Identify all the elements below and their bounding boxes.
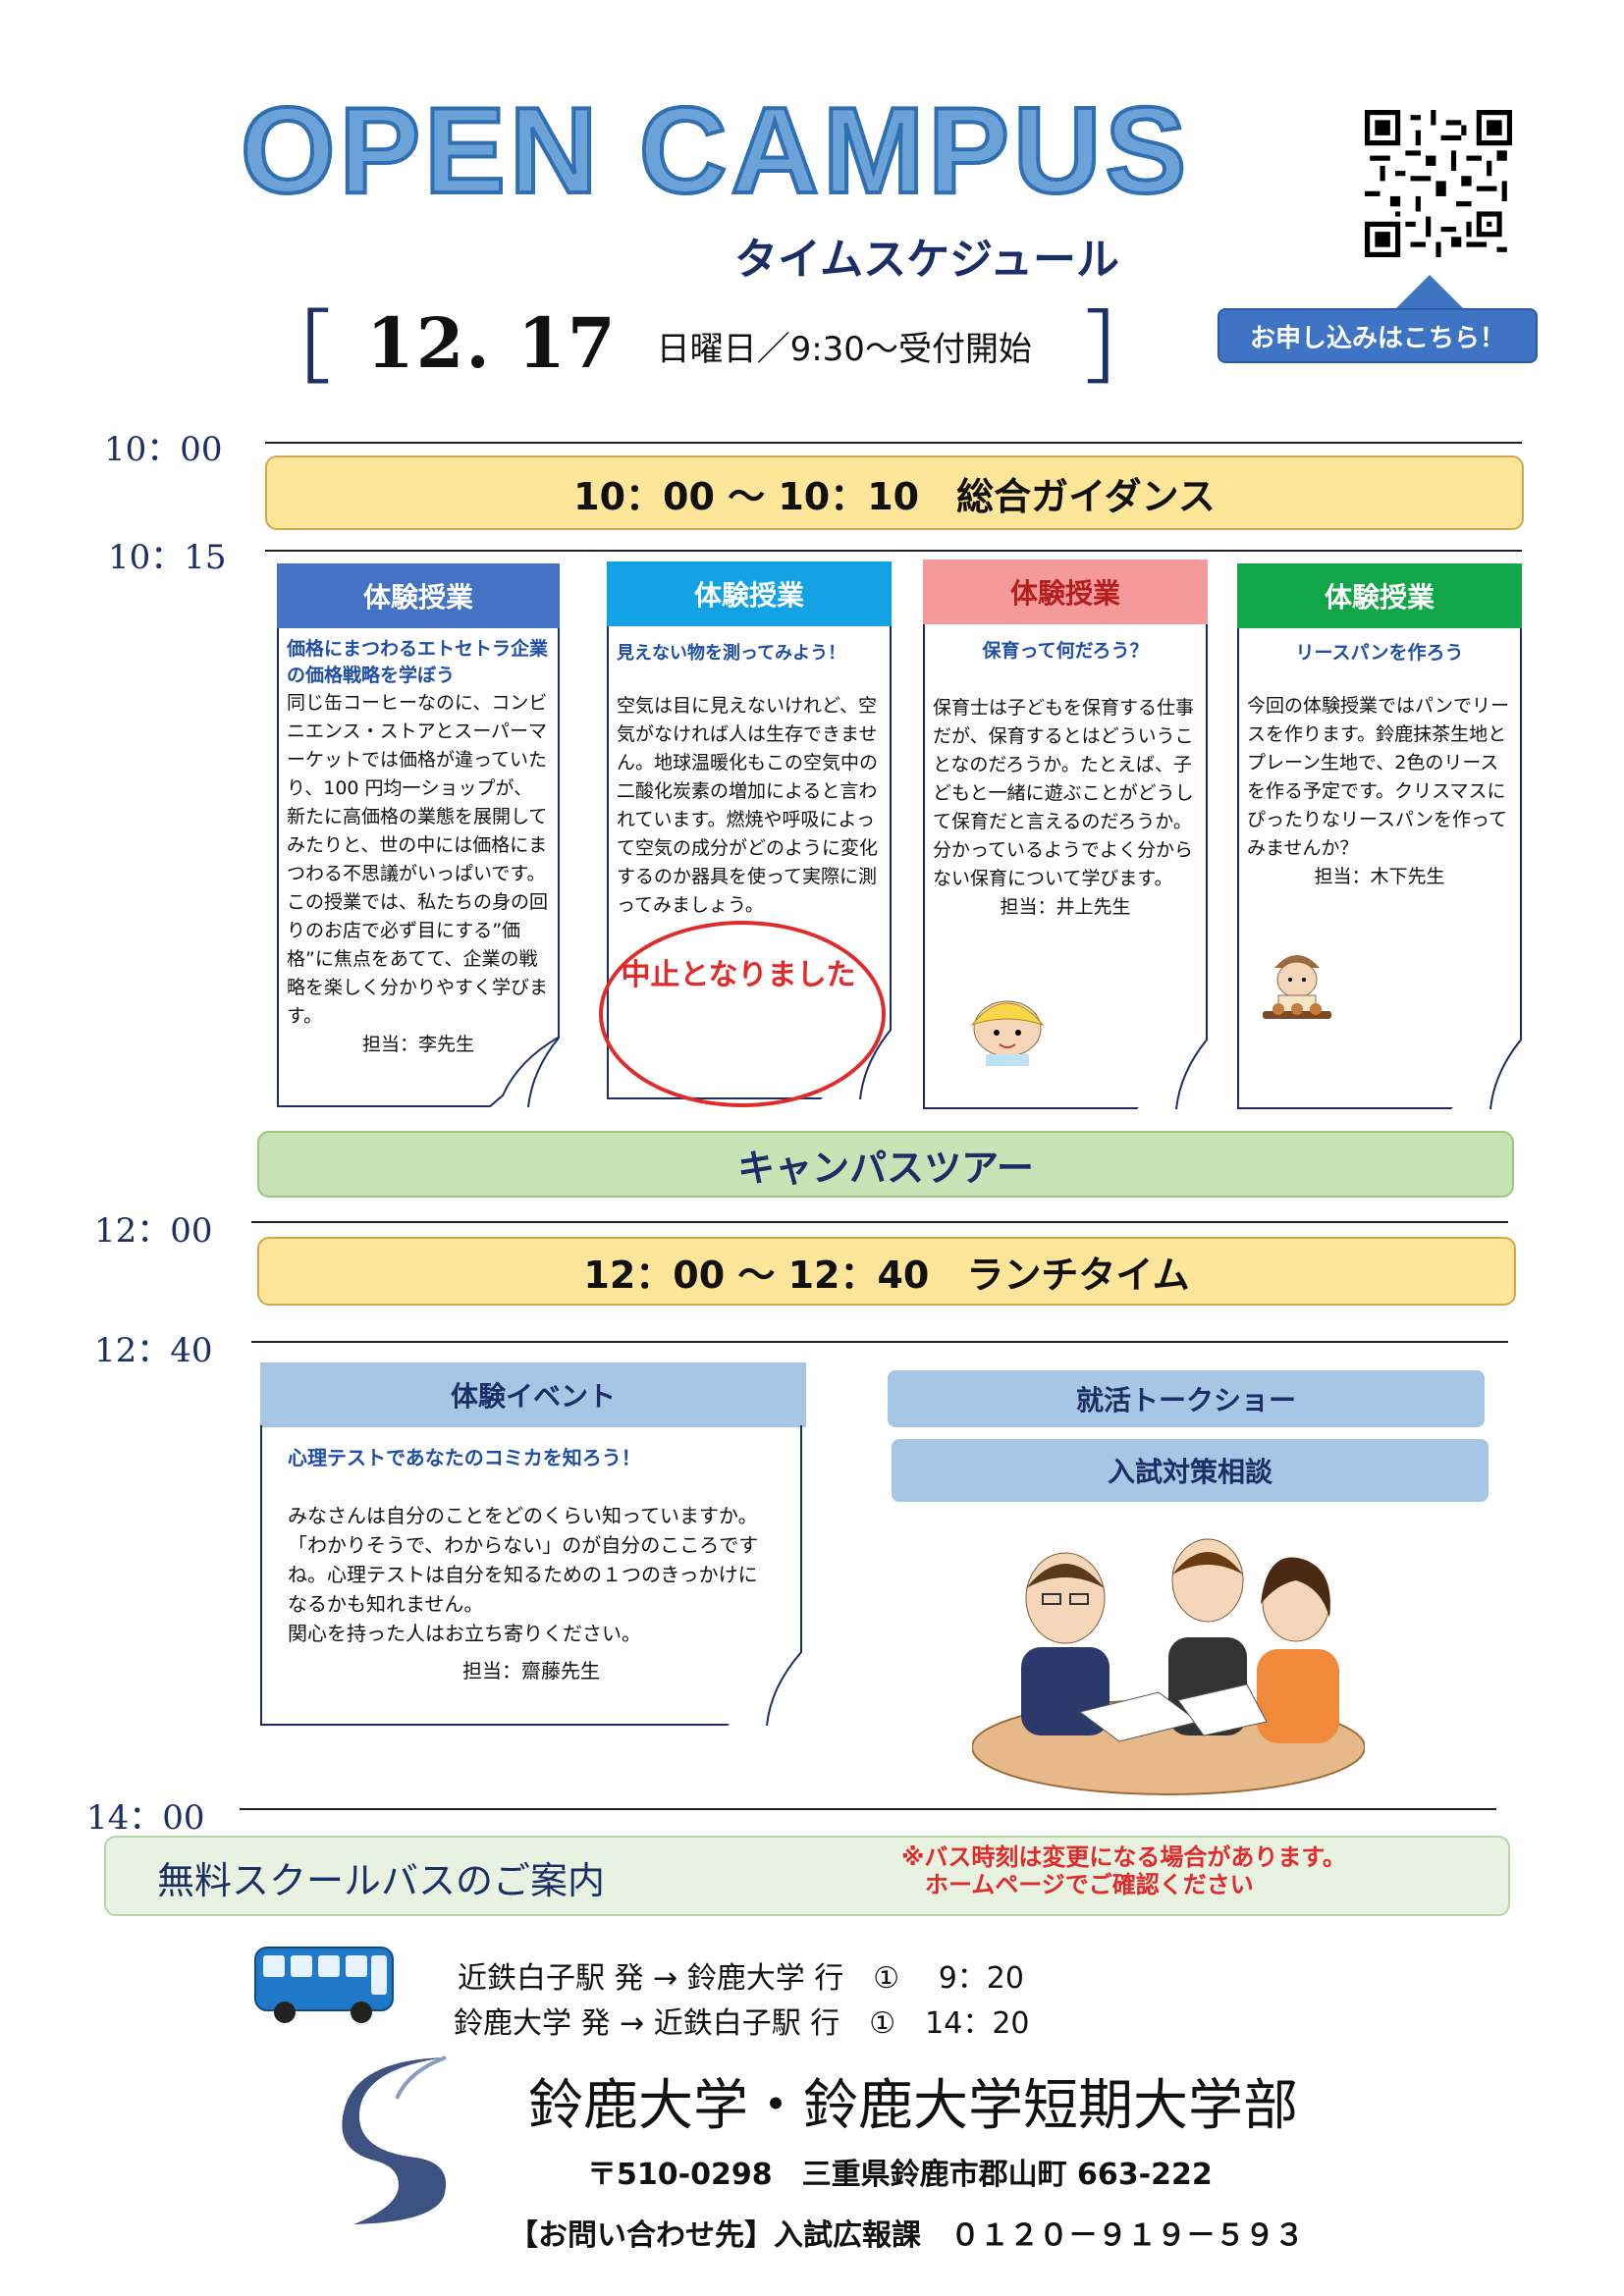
- timeline-divider: [265, 442, 1522, 444]
- exam-consult-label: 入試対策相談: [892, 1439, 1489, 1502]
- page-curl-icon: [728, 1651, 802, 1726]
- class-teacher: 担当：李先生: [361, 1034, 474, 1055]
- class-card-body: 価格にまつわるエトセトラ企業の価格戦略を学ぼう 同じ缶コーヒーなのに、コンビニエ…: [277, 628, 560, 1107]
- bus-note: ※バス時刻は変更になる場合があります。 ホームページでご確認ください: [901, 1843, 1346, 1898]
- class-card-3: 体験授業 保育って何だろう？ 保育士は子どもを保育する仕事だが、保育するとはどう…: [923, 560, 1208, 1109]
- timeline-divider: [251, 1341, 1508, 1343]
- child-illustration: [970, 1000, 1045, 1066]
- class-title: 見えない物を測ってみよう！: [617, 643, 846, 664]
- class-title: 価格にまつわるエトセトラ企業の価格戦略を学ぼう: [287, 638, 549, 686]
- contact-info: 【お問い合わせ先】入試広報課 ０１２０－９１９－５９３: [509, 2218, 1304, 2253]
- class-card-body: 保育って何だろう？ 保育士は子どもを保育する仕事だが、保育するとはどういうことな…: [923, 624, 1208, 1109]
- class-teacher: 担当：木下先生: [1314, 866, 1445, 887]
- event-card-body: 心理テストであなたのコミカを知ろう！ みなさんは自分のことをどのくらい知っていま…: [260, 1425, 802, 1726]
- apply-button[interactable]: お申し込みはこちら！: [1218, 308, 1538, 363]
- class-teacher: 担当：井上先生: [1000, 896, 1131, 918]
- class-card-head: 体験授業: [923, 560, 1208, 624]
- baker-illustration: [1263, 955, 1331, 1019]
- class-description: 保育士は子どもを保育する仕事だが、保育するとはどういうことなのだろうか。たとえば…: [933, 697, 1195, 889]
- class-card-head: 体験授業: [1237, 563, 1522, 628]
- bus-note-line-2: ホームページでご確認ください: [925, 1871, 1254, 1898]
- event-card-head: 体験イベント: [260, 1362, 806, 1427]
- time-label-1000: 10：00: [104, 430, 223, 469]
- bus-icon: [254, 1947, 394, 2023]
- time-label-1200: 12：00: [94, 1211, 213, 1251]
- timeline-divider: [251, 1221, 1508, 1223]
- page-curl-icon: [1451, 1039, 1522, 1109]
- bus-route-1: 近鉄白子駅 発 → 鈴鹿大学 行 ① 9：20: [458, 1961, 1024, 1996]
- class-card-4: 体験授業 リースパンを作ろう 今回の体験授業ではパンでリースを作ります。鈴鹿抹茶…: [1237, 563, 1522, 1109]
- bracket-left: ［: [250, 302, 332, 396]
- class-card-2: 体験授業 見えない物を測ってみよう！ 空気は目に見えないけれど、空気がなければ人…: [607, 561, 892, 1099]
- campus-tour-bar: キャンパスツアー: [257, 1131, 1514, 1198]
- apply-callout[interactable]: お申し込みはこちら！: [1218, 275, 1542, 363]
- page-subtitle: タイムスケジュール: [734, 235, 1120, 285]
- page-curl-icon: [489, 1037, 560, 1107]
- class-card-body: リースパンを作ろう 今回の体験授業ではパンでリースを作ります。鈴鹿抹茶生地とプレ…: [1237, 628, 1522, 1109]
- event-description-2: 関心を持った人はお立ち寄りください。: [288, 1622, 641, 1645]
- class-title: 保育って何だろう？: [982, 640, 1149, 662]
- event-date-row: ［ 12. 17 日曜日／9:30〜受付開始 ］: [250, 302, 1165, 390]
- class-card-head: 体験授業: [277, 563, 560, 628]
- bus-title: 無料スクールバスのご案内: [157, 1859, 606, 1902]
- consultation-illustration: [972, 1538, 1365, 1795]
- class-description: 空気は目に見えないけれど、空気がなければ人は生存できません。地球温暖化もこの空気…: [617, 695, 879, 916]
- guidance-bar: 10：00 〜 10：10 総合ガイダンス: [265, 455, 1524, 530]
- class-description: 今回の体験授業ではパンでリースを作ります。鈴鹿抹茶生地とプレーン生地で、2色のリ…: [1247, 695, 1509, 859]
- time-label-1240: 12：40: [94, 1331, 213, 1370]
- callout-pointer: [1394, 275, 1465, 310]
- timeline-divider: [240, 1808, 1496, 1810]
- class-card-head: 体験授業: [607, 561, 892, 626]
- lunch-bar: 12：00 〜 12：40 ランチタイム: [257, 1237, 1516, 1306]
- class-description: 同じ缶コーヒーなのに、コンビニエンス・ストアとスーパーマーケットでは価格が違って…: [287, 692, 549, 1027]
- bracket-right: ］: [1084, 302, 1165, 396]
- cancelled-text: 中止となりました: [621, 958, 856, 992]
- university-logo: [342, 2056, 447, 2224]
- university-address: 〒510-0298 三重県鈴鹿市郡山町 663-222: [587, 2158, 1213, 2192]
- class-card-body: 見えない物を測ってみよう！ 空気は目に見えないけれど、空気がなければ人は生存でき…: [607, 626, 892, 1099]
- university-name: 鈴鹿大学・鈴鹿大学短期大学部: [528, 2074, 1298, 2138]
- event-description: みなさんは自分のことをどのくらい知っていますか。「わかりそうで、わからない」のが…: [288, 1504, 759, 1616]
- cancelled-stamp: [599, 921, 886, 1107]
- event-title: 心理テストであなたのコミカを知ろう！: [288, 1446, 641, 1469]
- talk-show-label: 就活トークショー: [888, 1370, 1485, 1427]
- class-title: リースパンを作ろう: [1295, 642, 1464, 664]
- time-label-1015: 10：15: [108, 538, 227, 577]
- class-card-1: 体験授業 価格にまつわるエトセトラ企業の価格戦略を学ぼう 同じ缶コーヒーなのに、…: [277, 563, 560, 1107]
- qr-code-icon[interactable]: [1365, 110, 1512, 257]
- event-date-detail: 日曜日／9:30〜受付開始: [656, 330, 1032, 369]
- bus-info-bar: [104, 1836, 1510, 1916]
- bus-route-2: 鈴鹿大学 発 → 近鉄白子駅 行 ① 14：20: [454, 2006, 1030, 2041]
- time-label-1400: 14：00: [86, 1798, 205, 1838]
- event-date: 12. 17: [366, 302, 618, 384]
- timeline-divider: [265, 550, 1522, 552]
- page-title: OPEN CAMPUS: [239, 83, 1191, 219]
- bus-note-line-1: ※バス時刻は変更になる場合があります。: [901, 1843, 1346, 1871]
- page-curl-icon: [1137, 1039, 1208, 1109]
- event-teacher: 担当：齋藤先生: [462, 1659, 600, 1682]
